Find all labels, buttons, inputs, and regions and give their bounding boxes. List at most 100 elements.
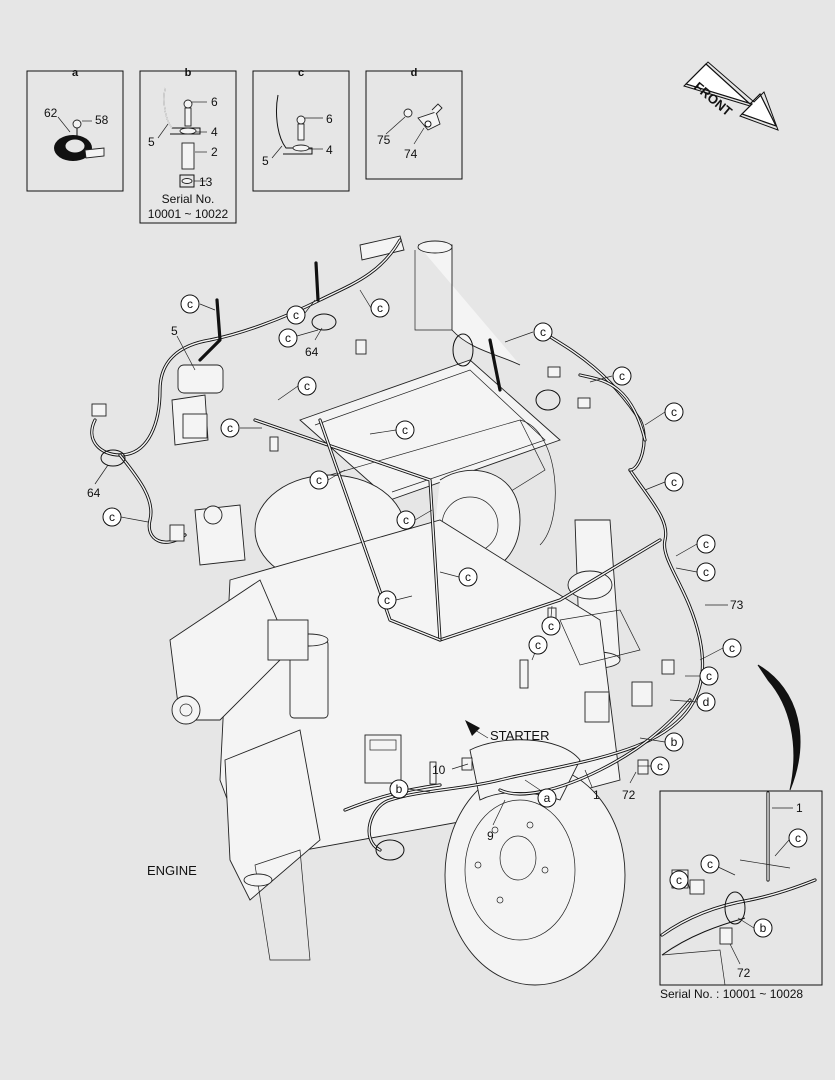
detail-b-letter: b: [185, 67, 192, 79]
svg-text:c: c: [316, 473, 322, 487]
inset-callout-c-2: c: [700, 854, 736, 876]
callout-c-1: c: [180, 294, 216, 314]
svg-text:c: c: [795, 831, 801, 845]
svg-text:c: c: [671, 475, 677, 489]
callout-c-10: c: [220, 418, 262, 438]
svg-text:c: c: [227, 421, 233, 435]
callout-c-13: c: [396, 509, 433, 530]
part-72-main: 72: [622, 788, 636, 802]
detail-d-letter: d: [411, 67, 418, 79]
starter-callout: STARTER: [465, 720, 549, 743]
part-62-label: 62: [44, 106, 58, 120]
inset-pointer: [757, 664, 801, 791]
svg-text:b: b: [671, 735, 678, 749]
part-73-label: 73: [730, 598, 744, 612]
callout-c-17: c: [528, 635, 548, 661]
part-58-label: 58: [95, 113, 109, 127]
inset-part-72: 72: [737, 966, 751, 980]
svg-text:c: c: [707, 857, 713, 871]
svg-text:d: d: [703, 695, 710, 709]
svg-text:c: c: [729, 641, 735, 655]
svg-text:c: c: [703, 565, 709, 579]
callout-b-1: b: [639, 732, 684, 752]
part-9-label: 9: [487, 829, 494, 843]
callout-a: a: [524, 779, 557, 808]
callout-c-11: c: [369, 420, 415, 440]
detail-box-b: b 6 5 4 2 13 Serial No. 10001 ~ 10022: [139, 67, 237, 224]
svg-text:b: b: [396, 782, 403, 796]
part-64-upper: 64: [305, 345, 319, 359]
detail-c-letter: c: [298, 67, 304, 79]
wire-harness: [90, 238, 705, 861]
callout-c-7: c: [644, 402, 684, 426]
part-6-label-c: 6: [326, 112, 333, 126]
part-1-main: 1: [593, 788, 600, 802]
callout-c-6: c: [589, 366, 632, 386]
main-part-numbers: 5 64 64 73 1 72 9 10: [87, 324, 744, 843]
starter-label: STARTER: [490, 728, 549, 743]
inset-serial-caption: Serial No. : 10001 ~ 10028: [660, 987, 803, 1001]
serial-label-b: Serial No.: [162, 192, 215, 206]
callout-c-23: c: [638, 756, 670, 776]
callout-c-14: c: [439, 567, 478, 587]
part-75-label: 75: [377, 133, 391, 147]
part-10-label: 10: [432, 763, 446, 777]
svg-text:c: c: [187, 297, 193, 311]
svg-text:c: c: [706, 669, 712, 683]
svg-text:c: c: [384, 593, 390, 607]
callout-d: d: [669, 692, 716, 712]
svg-text:c: c: [304, 379, 310, 393]
svg-text:c: c: [535, 638, 541, 652]
callout-c-3: c: [286, 299, 316, 325]
callout-c-2: c: [278, 328, 319, 348]
callout-c-4: c: [359, 289, 390, 318]
svg-text:c: c: [403, 513, 409, 527]
part-4-label-c: 4: [326, 143, 333, 157]
part-4-label-b: 4: [211, 125, 218, 139]
callout-c-18: c: [675, 534, 716, 557]
callout-c-21: c: [685, 666, 719, 686]
inset-callout-b: b: [737, 917, 773, 938]
clip-callouts-other: b b a d: [389, 692, 716, 808]
svg-text:c: c: [377, 301, 383, 315]
part-5-label-b: 5: [148, 135, 155, 149]
part-5-main: 5: [171, 324, 178, 338]
callout-c-8: c: [644, 472, 684, 492]
svg-text:a: a: [544, 791, 551, 805]
callout-c-15: c: [377, 590, 413, 610]
part-5-label-c: 5: [262, 154, 269, 168]
svg-text:c: c: [619, 369, 625, 383]
part-2-label-b: 2: [211, 145, 218, 159]
front-arrow: FRONT: [683, 61, 779, 131]
callout-c-5: c: [504, 322, 553, 343]
svg-text:c: c: [293, 308, 299, 322]
inset-part-1: 1: [796, 801, 803, 815]
svg-text:c: c: [285, 331, 291, 345]
engine-label: ENGINE: [147, 863, 197, 878]
svg-text:c: c: [548, 619, 554, 633]
svg-text:c: c: [465, 570, 471, 584]
detail-box-a: a 62 58: [26, 67, 124, 192]
part-13-label-b: 13: [199, 175, 213, 189]
callout-c-9: c: [277, 376, 317, 401]
part-64-lower: 64: [87, 486, 101, 500]
svg-text:c: c: [402, 423, 408, 437]
callout-b-2: b: [389, 779, 431, 799]
callout-c-16: c: [541, 605, 561, 636]
svg-text:c: c: [109, 510, 115, 524]
detail-box-c: c 6 5 4: [252, 67, 350, 192]
svg-text:c: c: [676, 873, 682, 887]
svg-text:c: c: [540, 325, 546, 339]
callout-c-22: c: [102, 507, 149, 527]
detail-a-letter: a: [72, 67, 79, 79]
svg-text:b: b: [760, 921, 767, 935]
part-74-label: 74: [404, 147, 418, 161]
callout-c-12: c: [309, 469, 346, 490]
part-6-label-b: 6: [211, 95, 218, 109]
clip-callouts-c: c c c c c c c c c c c c c c c c c c c c …: [102, 289, 742, 776]
callout-c-20: c: [699, 638, 742, 661]
svg-text:c: c: [657, 759, 663, 773]
svg-text:c: c: [671, 405, 677, 419]
inset-detail: 1 c c c b 72: [659, 790, 823, 986]
